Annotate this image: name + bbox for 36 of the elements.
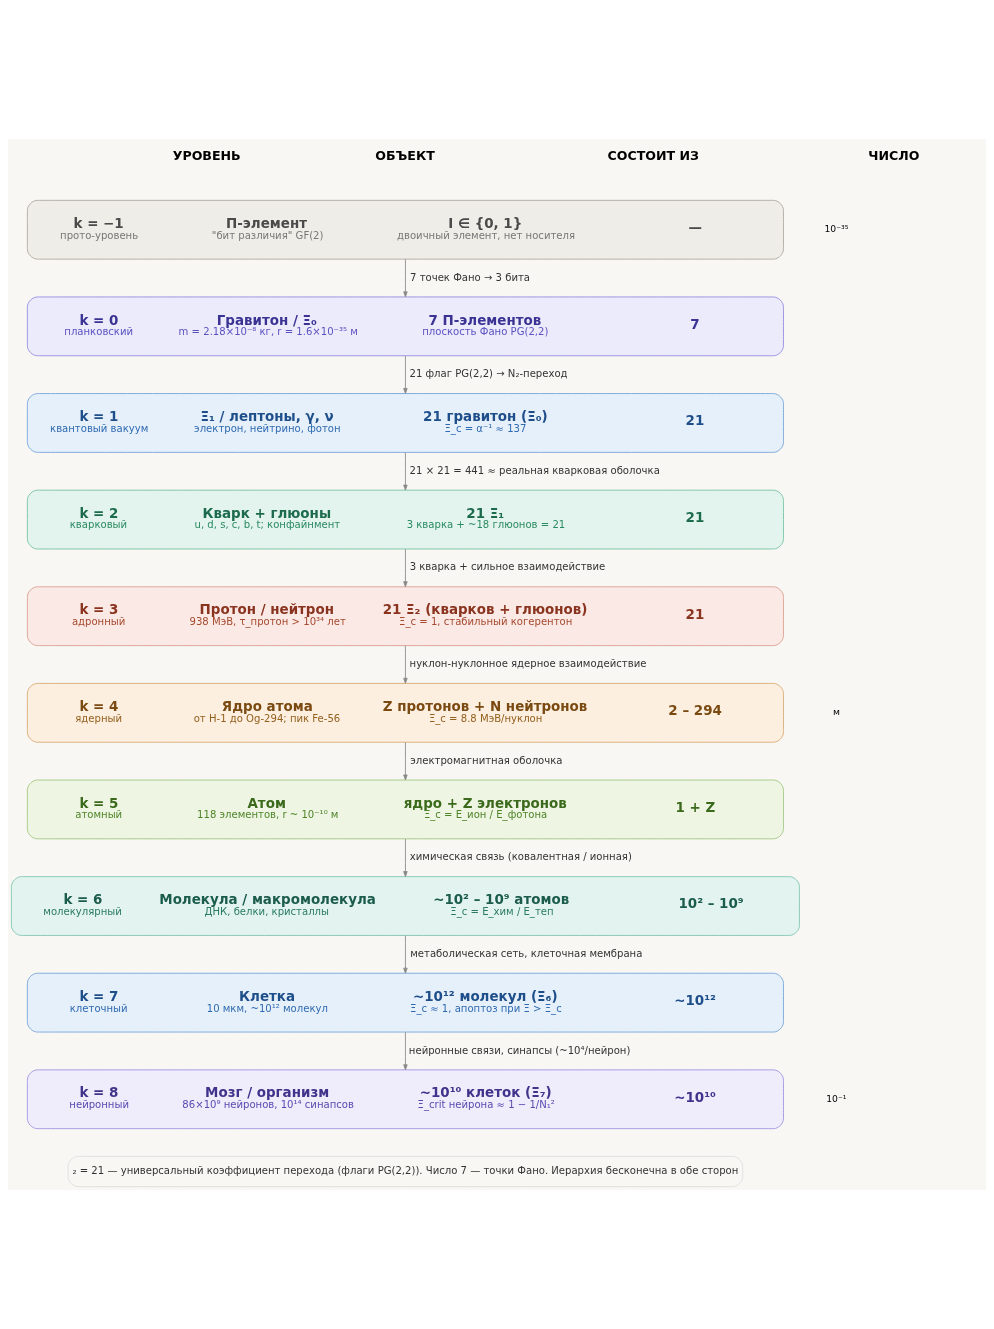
arrow [403,1031,408,1071]
label: 10⁻¹ [826,1092,847,1104]
node-box: k = 4 ядерный Ядро атома от H-1 до Og-294; пик Fe-56 Z протонов + N нейтронов Ξ_c = 8.8 МэВ/нуклон 2 – 294 [26,683,784,743]
node-box: k = 5 атомный Атом 118 элементов, r ~ 10⁻¹⁰ м ядро + Z электронов Ξ_c = E_ион / E_фотона 1 + Z [26,779,784,840]
label: 10⁻³⁵ [824,223,849,235]
edge-label: 7 точек Фано → 3 бита [410,271,531,283]
arrow [403,741,408,781]
arrow [403,355,408,394]
node-box: k = 0 планковский Гравитон / Ξ₀ m = 2.18×10⁻⁸ кг, r = 1.6×10⁻³⁵ м 7 П-элементов плоскость Фано PG(2,2) 7 [26,296,784,357]
arrow [403,645,408,684]
label: ОБЪЕКТ [375,147,435,163]
node-box: k = 8 нейронный Мозг / организм 86×10⁹ нейронов, 10¹⁴ синапсов ~10¹⁰ клеток (Ξ₇) Ξ_crit нейрона ≈ 1 − 1/N₁² ~10¹⁰ [26,1069,784,1130]
edge-label: нейронные связи, синапсы (~10⁴/нейрон) [408,1044,631,1056]
edge-label: 3 кварка + сильное взаимодействие [409,561,606,573]
arrow [403,935,408,974]
node-box: k = 6 молекулярный Молекула / макромолекула ДНК, белки, кристаллы ~10² – 10⁹ атомов Ξ_c = E_хим / E_теп 10² – 10⁹ [11,876,800,936]
label: м [832,706,840,718]
label: ЧИСЛО [868,147,920,163]
edge-label: электромагнитная оболочка [410,754,563,766]
node-box: k = 3 адронный Протон / нейтрон 938 МэВ, τ_протон > 10³⁴ лет 21 Ξ₂ (кварков + глюонов) Ξ_c = 1, стабильный когерентон 21 [26,586,784,646]
edge-label: химическая связь (ковалентная / ионная) [409,851,632,863]
label: СОСТОИТ ИЗ [607,147,699,163]
arrow [403,258,408,298]
label: УРОВЕНЬ [172,147,241,163]
node-box: k = 7 клеточный Клетка 10 мкм, ~10¹² молекул ~10¹² молекул (Ξ₆) Ξ_c ≈ 1, апоптоз при Ξ > Ξ_c ~10¹² [26,972,784,1033]
arrow [403,548,408,588]
edge-label: метаболическая сеть, клеточная мембрана [410,947,643,959]
label: ₂ = 21 — универсальный коэффициент перехода (флаги PG(2,2)). Число 7 — точки Фано. Иерархия бесконечна в обе сторон [72,1165,739,1177]
edge-label: 21 флаг PG(2,2) → N₂-переход [409,368,568,380]
node-box: k = 1 квантовый вакуум Ξ₁ / лептоны, γ, ν электрон, нейтрино, фотон 21 гравитон (Ξ₀) Ξ_c = α⁻¹ ≈ 137 21 [26,393,784,453]
arrow [403,838,408,877]
node-box: k = −1 прото-уровень П-элемент "бит различия" GF(2) I ∈ {0, 1} двоичный элемент, нет носителя — [26,199,784,260]
edge-label: 21 × 21 = 441 ≈ реальная кварковая оболочка [409,464,660,476]
edge-label: нуклон-нуклонное ядерное взаимодействие [409,658,647,670]
arrow [403,452,408,491]
node-box: k = 2 кварковый Кварк + глюоны u, d, s, c, b, t; конфайнмент 21 Ξ₁ 3 кварка + ~18 глюонов = 21 21 [26,489,784,550]
